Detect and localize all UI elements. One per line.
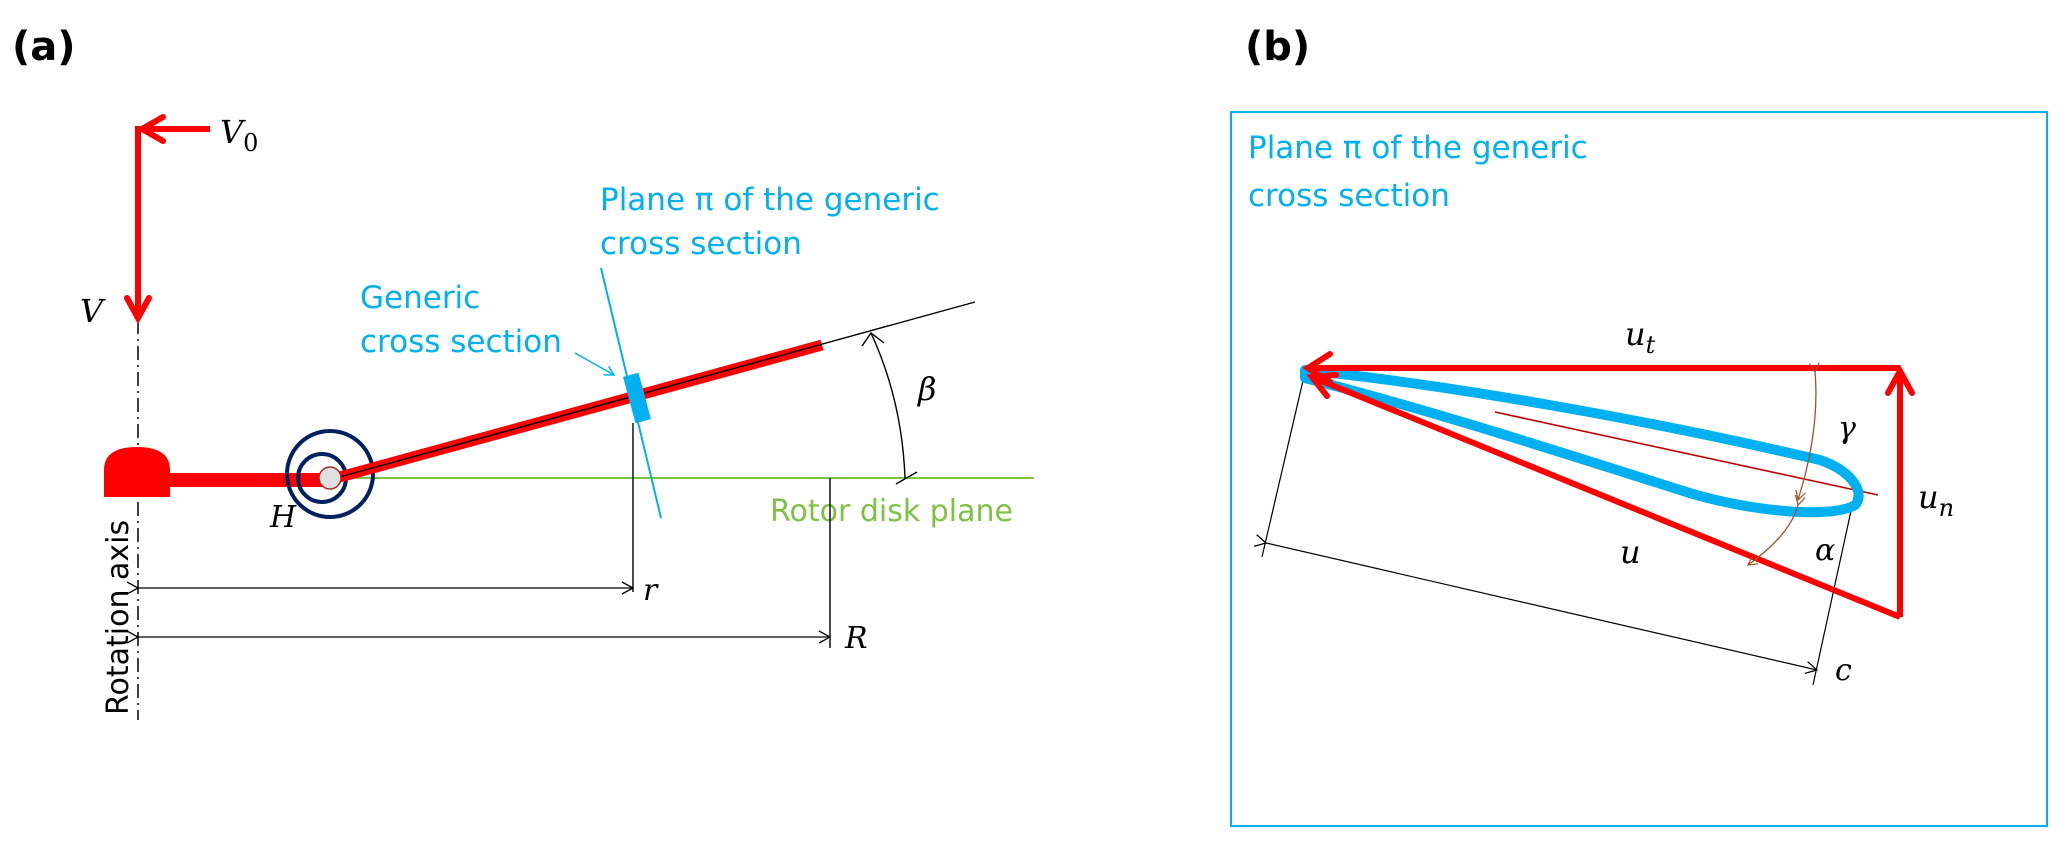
rotation-axis-label: Rotation axis [101,520,136,715]
hinge-label: H [269,500,297,535]
cross-section-pointer [574,352,616,376]
generic-cross-section [623,372,651,424]
panel-b-label: (b) [1245,24,1310,70]
generic-cross-section-label: Generic cross section [360,280,562,360]
hinge-pin [318,466,342,490]
rotor-disk-plane-label: Rotor disk plane [770,494,1013,529]
un-label: un [1918,478,1954,522]
v-arrow [124,126,152,325]
plane-pi-frame [1230,111,2048,827]
plane-pi-label-a: Plane π of the generic cross section [600,182,950,262]
R-label: R [844,621,868,656]
plane-pi-label-b: Plane π of the generic cross section [1248,130,1598,214]
airfoil [1300,365,1864,518]
hub [104,447,170,497]
hub-arm [168,473,328,487]
spring-outer-coil [285,429,375,519]
r-label: r [643,573,659,608]
v0-label: V0 [220,113,258,157]
chord-dimension [1253,534,1819,675]
panel-a-label: (a) [12,24,76,70]
u-vector [1310,374,1902,620]
u-label: u [1620,533,1641,571]
alpha-arc [1746,494,1806,566]
gamma-arc [1795,362,1820,502]
beta-label: β [917,370,937,408]
blade-axis-line [335,301,976,479]
chord-ext-right [1812,487,1857,686]
ut-label: ut [1625,315,1656,359]
v-label: V [80,292,106,330]
alpha-label: α [1815,533,1835,568]
chord-label: c [1835,653,1852,688]
gamma-label: γ [1838,411,1856,446]
beta-arc [870,332,906,479]
v0-arrow [135,114,210,144]
chord-ext-left [1261,371,1306,558]
